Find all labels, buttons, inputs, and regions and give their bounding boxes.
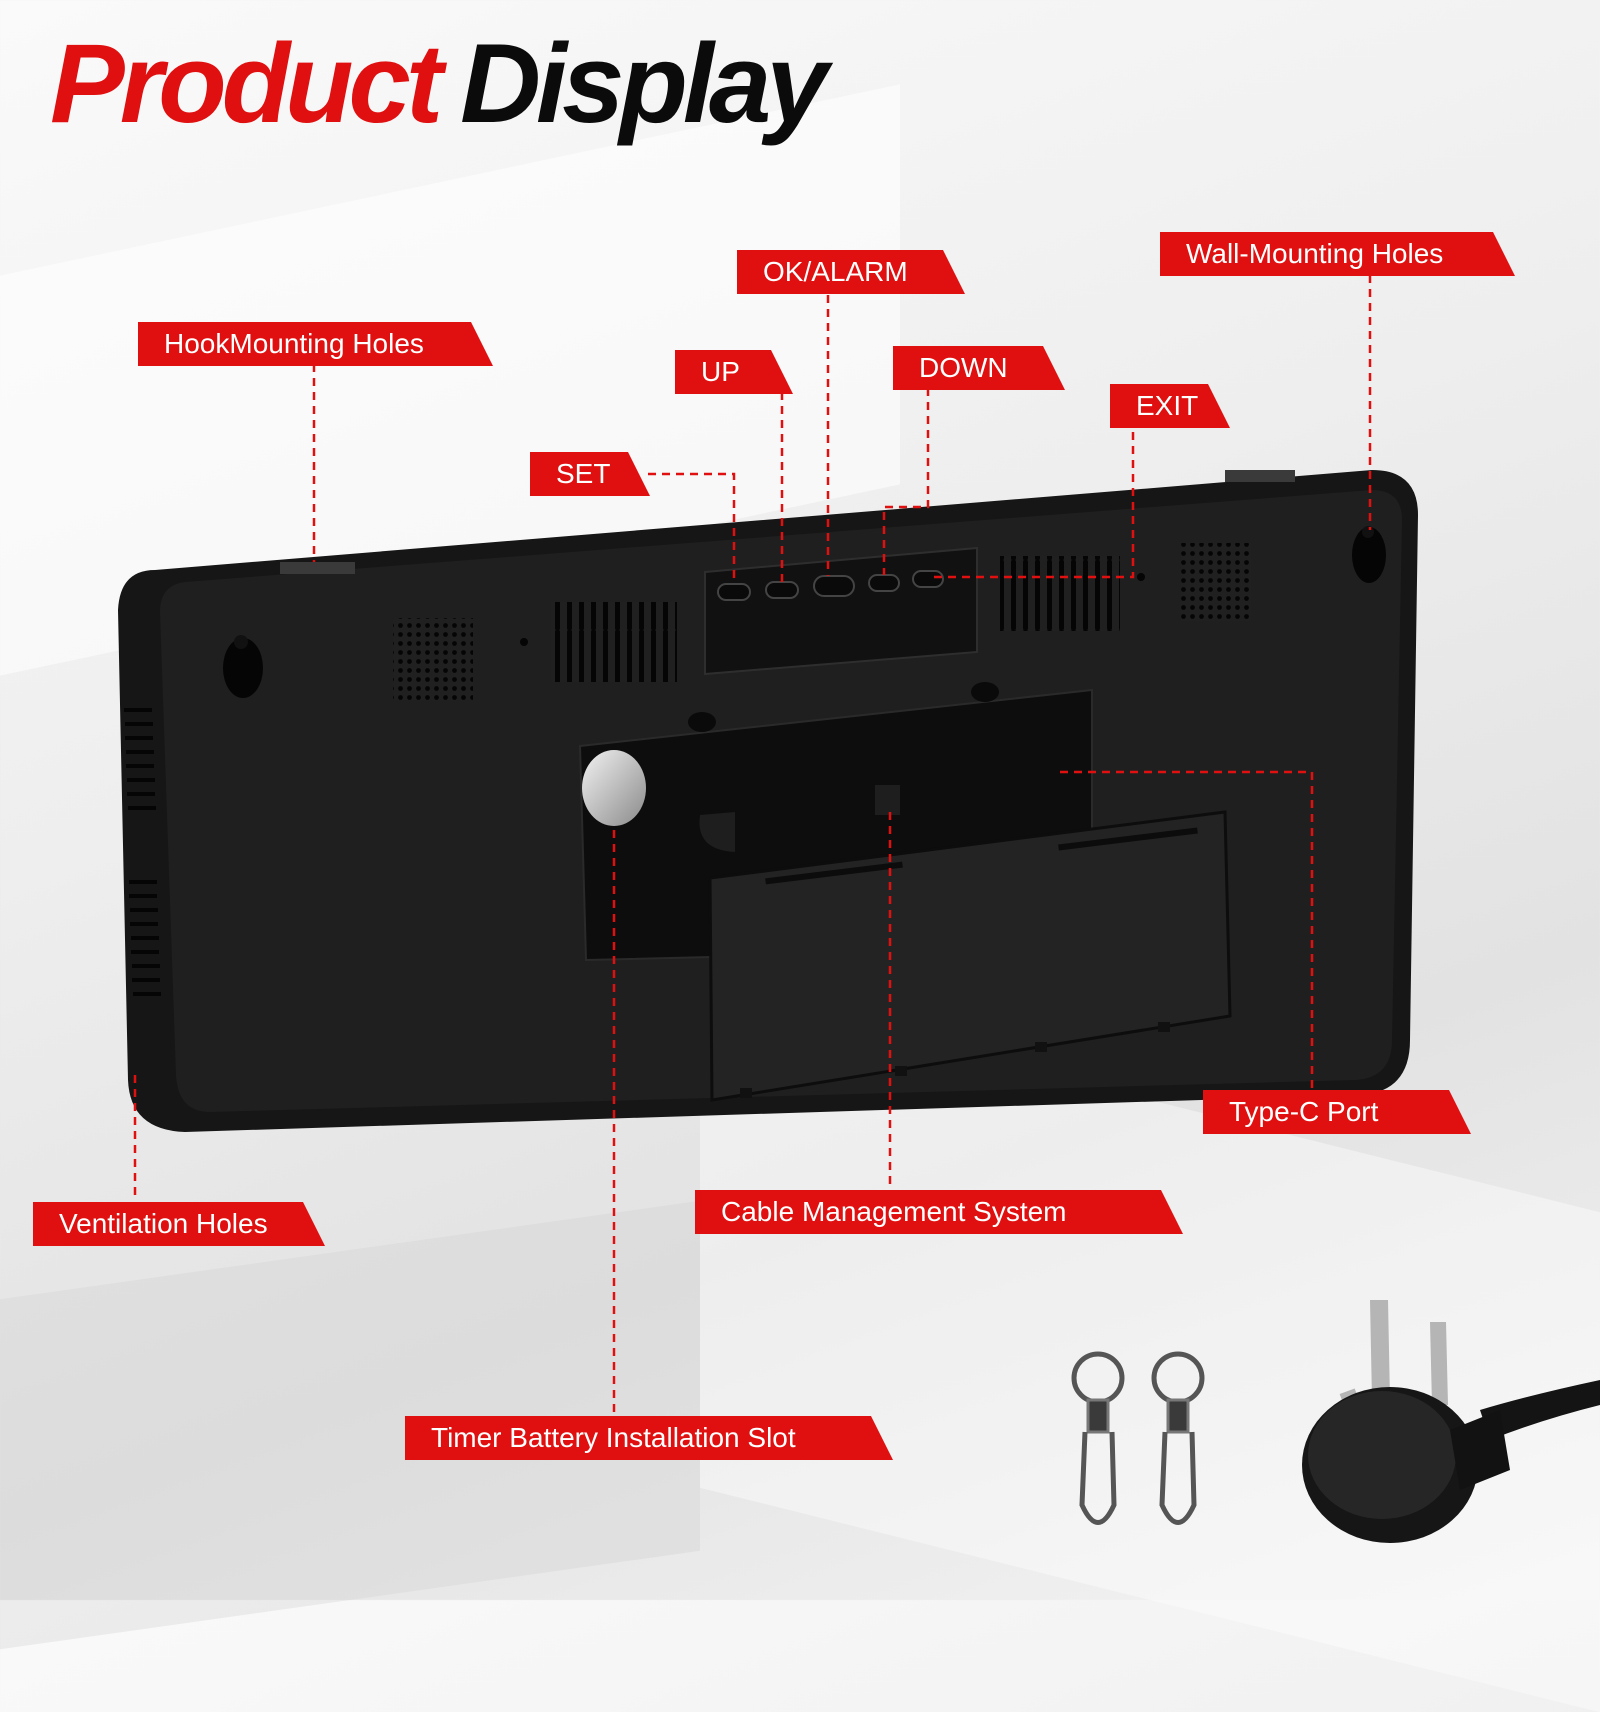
callout-lines xyxy=(133,275,1372,1416)
key-ring-clip-icon xyxy=(1071,1351,1125,1525)
down-button[interactable] xyxy=(868,574,900,592)
product-illustration xyxy=(118,275,1600,1543)
vent-slots xyxy=(1000,556,1120,631)
title-word-display: Display xyxy=(460,21,828,146)
label-set: SET xyxy=(530,452,650,496)
title-word-product: Product xyxy=(50,21,443,146)
label-cable-management-system: Cable Management System xyxy=(695,1190,1183,1234)
keyhole-icon xyxy=(1352,526,1386,583)
label-wall-mounting-holes: Wall-Mounting Holes xyxy=(1160,232,1515,276)
power-plug-icon xyxy=(1302,1300,1600,1543)
button-panel xyxy=(704,546,978,676)
compartment-cover xyxy=(708,810,1232,1102)
key-ring-clip-icon xyxy=(1151,1351,1205,1525)
set-button[interactable] xyxy=(717,583,751,601)
label-type-c-port: Type-C Port xyxy=(1203,1090,1471,1134)
keyhole-icon xyxy=(223,635,263,698)
label-ok-alarm: OK/ALARM xyxy=(737,250,965,294)
up-button[interactable] xyxy=(765,581,799,599)
label-hook-mounting-holes: HookMounting Holes xyxy=(138,322,493,366)
label-timer-battery-slot: Timer Battery Installation Slot xyxy=(405,1416,893,1460)
label-up: UP xyxy=(675,350,793,394)
side-ventilation-holes xyxy=(124,708,161,996)
speaker-grille xyxy=(393,618,473,700)
speaker-grille xyxy=(1181,543,1251,621)
exit-button[interactable] xyxy=(912,570,944,588)
ok-alarm-button[interactable] xyxy=(813,575,855,597)
coin-battery xyxy=(582,750,646,826)
label-down: DOWN xyxy=(893,346,1065,390)
vent-slots xyxy=(551,602,677,682)
label-ventilation-holes: Ventilation Holes xyxy=(33,1202,325,1246)
label-exit: EXIT xyxy=(1110,384,1230,428)
